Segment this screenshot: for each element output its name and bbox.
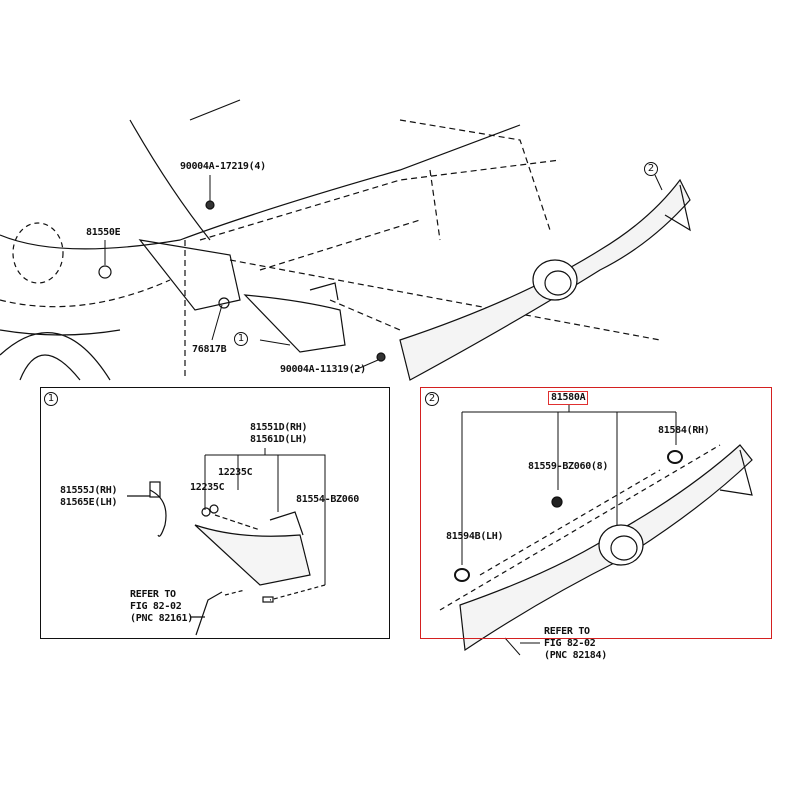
vehicle-body-outline xyxy=(0,99,661,381)
refer-pnc: (PNC 82161) xyxy=(130,613,193,624)
garnish-overview xyxy=(399,178,691,381)
garnish-detail-panel xyxy=(420,387,772,639)
lamp-rh-part-number[interactable]: 81551D(RH) xyxy=(250,422,308,433)
refer-figure-link[interactable]: FIG 82-02 xyxy=(130,601,182,612)
panel-2-callout: 2 xyxy=(425,392,439,406)
socket-rh-part-number[interactable]: 81555J(RH) xyxy=(60,485,118,496)
callout-1[interactable]: 1 xyxy=(234,332,248,346)
bolt-part-number[interactable]: 90004A-17219(4) xyxy=(180,161,266,172)
garnish-panel-drawing xyxy=(439,405,753,656)
gasket-part-number[interactable]: 12235C xyxy=(218,467,253,478)
rear-lamp-detail-panel xyxy=(40,387,390,639)
gasket-part-number[interactable]: 12235C xyxy=(190,482,225,493)
screw-part-number[interactable]: 90004A-11319(2) xyxy=(280,364,366,375)
refer-pnc: (PNC 82184) xyxy=(544,650,607,661)
lamp-lh-part-number[interactable]: 81561D(LH) xyxy=(250,434,308,445)
gasket-lh-part-number[interactable]: 81594B(LH) xyxy=(446,531,504,542)
cushion-part-number[interactable]: 81554-BZ060 xyxy=(296,494,359,505)
refer-figure-link[interactable]: FIG 82-02 xyxy=(544,638,596,649)
nut-part-number[interactable]: 81559-BZ060(8) xyxy=(528,461,609,472)
nut-part-number[interactable]: 81550E xyxy=(86,227,121,238)
clip-part-number[interactable]: 76817B xyxy=(192,344,227,355)
rear-lamp-panel-drawing xyxy=(127,448,326,636)
panel-1-callout: 1 xyxy=(44,392,58,406)
refer-text: REFER TO xyxy=(130,589,176,600)
socket-lh-part-number[interactable]: 81565E(LH) xyxy=(60,497,118,508)
refer-text: REFER TO xyxy=(544,626,590,637)
assembly-part-number-highlighted[interactable]: 81580A xyxy=(548,391,589,405)
gasket-rh-part-number[interactable]: 81584(RH) xyxy=(658,425,710,436)
callout-2[interactable]: 2 xyxy=(644,162,658,176)
